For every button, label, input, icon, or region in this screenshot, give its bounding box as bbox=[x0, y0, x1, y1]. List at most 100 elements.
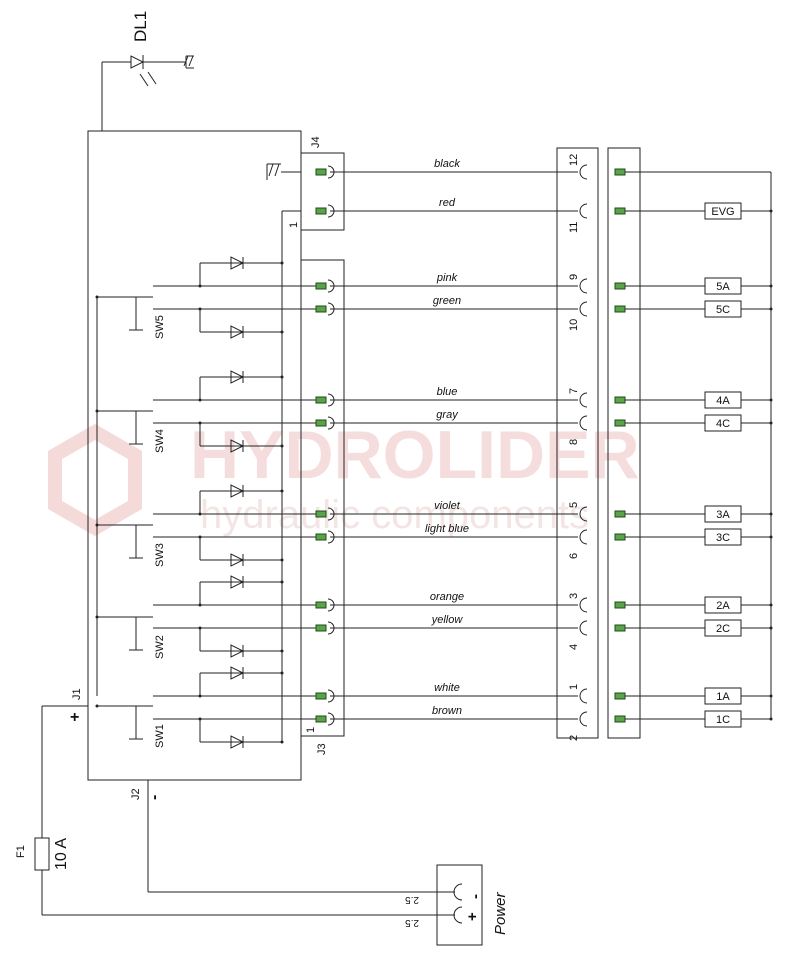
strip-pin-number: 8 bbox=[568, 439, 580, 445]
wire-color-label: gray bbox=[436, 409, 459, 421]
strip-pin-number: 4 bbox=[568, 644, 580, 650]
switch-group-sw1: SW1 bbox=[95, 666, 316, 749]
wire-color-label: yellow bbox=[431, 614, 464, 626]
output-label: 3C bbox=[716, 532, 730, 544]
diode-icon bbox=[230, 575, 245, 589]
diode-icon bbox=[230, 256, 245, 270]
switch-label: SW3 bbox=[154, 543, 166, 567]
strip-pin-number: 11 bbox=[568, 222, 580, 233]
wire-color-label: green bbox=[433, 295, 461, 307]
pin-terminal bbox=[614, 510, 626, 518]
power-supply: - + Power 2.5 2.5 bbox=[405, 864, 509, 946]
pin-terminal bbox=[614, 168, 626, 176]
power-label: Power bbox=[492, 891, 509, 935]
switch-label: SW5 bbox=[154, 315, 166, 339]
wire-light-blue: 3C light blue 6 bbox=[315, 523, 773, 559]
diode-icon bbox=[230, 439, 245, 453]
output-label: 5C bbox=[716, 304, 730, 316]
wire-color-label: white bbox=[434, 682, 460, 694]
pin-terminal bbox=[614, 715, 626, 723]
watermark-logo: HYDROLIDER hydraulic components bbox=[48, 417, 640, 537]
led-label: DL1 bbox=[131, 11, 150, 42]
switch-label: SW2 bbox=[154, 635, 166, 659]
pin-terminal bbox=[614, 419, 626, 427]
pin-terminal bbox=[614, 305, 626, 313]
watermark-brand: HYDROLIDER bbox=[190, 417, 640, 493]
wire-color-label: blue bbox=[437, 386, 458, 398]
light-arrow-icon bbox=[147, 71, 157, 85]
diode-icon bbox=[230, 370, 245, 384]
power-minus: - bbox=[467, 894, 484, 899]
connector-j4 bbox=[300, 152, 345, 231]
gauge-top: 2.5 bbox=[405, 894, 419, 905]
pin-terminal bbox=[315, 692, 327, 700]
power-plus: + bbox=[464, 912, 481, 921]
j4-pin-label: 1 bbox=[288, 222, 300, 228]
output-label: 1C bbox=[716, 714, 730, 726]
j3-label: J3 bbox=[316, 743, 328, 755]
pin-terminal bbox=[614, 396, 626, 404]
light-arrow-icon bbox=[139, 73, 149, 87]
diode-icon bbox=[230, 735, 245, 749]
output-label: 3A bbox=[716, 509, 730, 521]
fuse-icon bbox=[34, 837, 50, 871]
pin-terminal bbox=[614, 624, 626, 632]
output-label: 4C bbox=[716, 418, 730, 430]
switch-group-sw5: SW5 bbox=[95, 256, 316, 339]
wire-yellow: 2C yellow 4 bbox=[315, 614, 773, 650]
terminal-strip-left bbox=[556, 147, 599, 739]
hexagon-logo-icon bbox=[48, 423, 142, 537]
plus-terminal: + bbox=[70, 709, 79, 726]
power-box bbox=[436, 864, 483, 946]
output-label: 1A bbox=[716, 691, 730, 703]
minus-terminal: - bbox=[146, 795, 163, 800]
pin-terminal bbox=[614, 601, 626, 609]
wire-color-label: light blue bbox=[425, 523, 469, 535]
watermark-tagline: hydraulic components bbox=[200, 493, 589, 537]
output-label: 2C bbox=[716, 623, 730, 635]
switch-group-sw4: SW4 bbox=[95, 370, 316, 453]
pin-terminal bbox=[614, 207, 626, 215]
j2-label: J2 bbox=[130, 788, 142, 800]
pin-terminal bbox=[315, 533, 327, 541]
j4-label: J4 bbox=[310, 136, 322, 148]
pin-terminal bbox=[315, 168, 327, 176]
ground-icon bbox=[266, 163, 301, 180]
diode-icon bbox=[230, 325, 245, 339]
strip-pin-number: 3 bbox=[568, 593, 580, 599]
output-label: 5A bbox=[716, 281, 730, 293]
wire-color-label: black bbox=[434, 158, 460, 170]
strip-pin-number: 12 bbox=[568, 154, 580, 166]
pin-terminal bbox=[315, 282, 327, 290]
pin-terminal bbox=[614, 692, 626, 700]
pin-terminal bbox=[315, 207, 327, 215]
pin-terminal bbox=[315, 624, 327, 632]
wire-green: 5C green 10 bbox=[315, 295, 773, 331]
pin-terminal bbox=[315, 601, 327, 609]
strip-pin-number: 6 bbox=[568, 553, 580, 559]
connector-j3 bbox=[300, 259, 345, 737]
j3-pin-label: 1 bbox=[305, 727, 317, 733]
pin-terminal bbox=[315, 396, 327, 404]
terminal-strip-right bbox=[607, 147, 641, 739]
fuse-f1: F1 10 A bbox=[15, 705, 455, 916]
fuse-label: F1 bbox=[15, 845, 27, 858]
gauge-bottom: 2.5 bbox=[405, 917, 419, 928]
strip-pin-number: 9 bbox=[568, 274, 580, 280]
pin-terminal bbox=[315, 419, 327, 427]
switch-label: SW1 bbox=[154, 724, 166, 748]
strip-pin-number: 10 bbox=[568, 319, 580, 331]
output-label: EVG bbox=[711, 206, 734, 218]
diode-icon bbox=[230, 553, 245, 567]
strip-pin-number: 1 bbox=[568, 684, 580, 690]
pin-terminal bbox=[315, 510, 327, 518]
diode-icon bbox=[230, 666, 245, 680]
output-label: 4A bbox=[716, 395, 730, 407]
pin-terminal bbox=[614, 533, 626, 541]
